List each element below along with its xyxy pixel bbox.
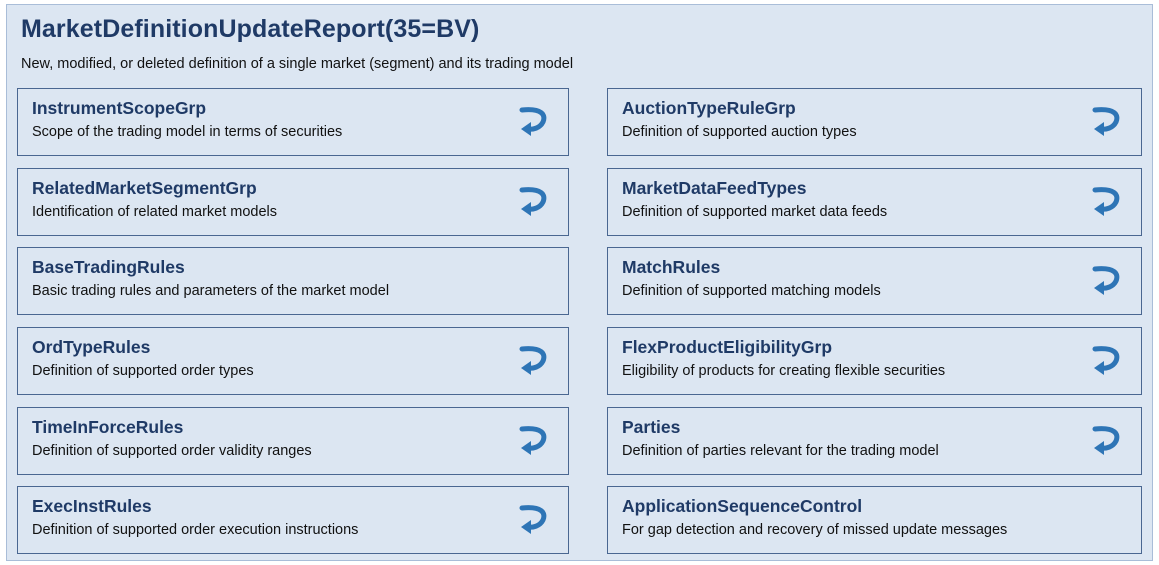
component-box-match-rules[interactable]: MatchRules Definition of supported match… bbox=[607, 247, 1142, 315]
component-description: Definition of parties relevant for the t… bbox=[622, 443, 939, 459]
component-title: ExecInstRules bbox=[32, 496, 152, 516]
return-arrow-icon[interactable] bbox=[518, 501, 548, 539]
return-arrow-icon[interactable] bbox=[518, 103, 548, 141]
component-description: Identification of related market models bbox=[32, 204, 278, 220]
component-description: Definition of supported matching models bbox=[622, 283, 881, 299]
component-description: Basic trading rules and parameters of th… bbox=[32, 283, 390, 299]
component-title: ApplicationSequenceControl bbox=[622, 496, 863, 516]
component-description: Definition of supported market data feed… bbox=[622, 204, 888, 220]
component-description: Eligibility of products for creating fle… bbox=[622, 363, 946, 379]
component-title: RelatedMarketSegmentGrp bbox=[32, 178, 257, 198]
component-box-related-market-segment-grp[interactable]: RelatedMarketSegmentGrp Identification o… bbox=[17, 168, 569, 236]
component-description: Definition of supported order validity r… bbox=[32, 443, 312, 459]
component-box-market-data-feed-types[interactable]: MarketDataFeedTypes Definition of suppor… bbox=[607, 168, 1142, 236]
component-title: Parties bbox=[622, 417, 681, 437]
component-title: FlexProductEligibilityGrp bbox=[622, 337, 833, 357]
return-arrow-icon[interactable] bbox=[518, 342, 548, 380]
component-title: MatchRules bbox=[622, 257, 721, 277]
component-title: TimeInForceRules bbox=[32, 417, 184, 437]
component-title: InstrumentScopeGrp bbox=[32, 98, 207, 118]
component-description: Scope of the trading model in terms of s… bbox=[32, 124, 343, 140]
page-subtitle: New, modified, or deleted definition of … bbox=[21, 56, 574, 72]
component-box-instrument-scope-grp[interactable]: InstrumentScopeGrp Scope of the trading … bbox=[17, 88, 569, 156]
component-box-application-sequence-control[interactable]: ApplicationSequenceControl For gap detec… bbox=[607, 486, 1142, 554]
return-arrow-icon[interactable] bbox=[1091, 103, 1121, 141]
component-box-ord-type-rules[interactable]: OrdTypeRules Definition of supported ord… bbox=[17, 327, 569, 395]
return-arrow-icon[interactable] bbox=[1091, 262, 1121, 300]
component-description: Definition of supported auction types bbox=[622, 124, 857, 140]
component-box-flex-product-eligibility-grp[interactable]: FlexProductEligibilityGrp Eligibility of… bbox=[607, 327, 1142, 395]
return-arrow-icon[interactable] bbox=[1091, 422, 1121, 460]
component-title: MarketDataFeedTypes bbox=[622, 178, 807, 198]
component-box-exec-inst-rules[interactable]: ExecInstRules Definition of supported or… bbox=[17, 486, 569, 554]
component-description: For gap detection and recovery of missed… bbox=[622, 522, 1008, 538]
return-arrow-icon[interactable] bbox=[518, 183, 548, 221]
component-title: AuctionTypeRuleGrp bbox=[622, 98, 796, 118]
return-arrow-icon[interactable] bbox=[518, 422, 548, 460]
component-title: OrdTypeRules bbox=[32, 337, 151, 357]
component-description: Definition of supported order types bbox=[32, 363, 254, 379]
return-arrow-icon[interactable] bbox=[1091, 183, 1121, 221]
page-title: MarketDefinitionUpdateReport(35=BV) bbox=[21, 15, 480, 43]
component-box-time-in-force-rules[interactable]: TimeInForceRules Definition of supported… bbox=[17, 407, 569, 475]
return-arrow-icon[interactable] bbox=[1091, 342, 1121, 380]
component-box-auction-type-rule-grp[interactable]: AuctionTypeRuleGrp Definition of support… bbox=[607, 88, 1142, 156]
component-description: Definition of supported order execution … bbox=[32, 522, 359, 538]
message-container: MarketDefinitionUpdateReport(35=BV) New,… bbox=[6, 4, 1153, 561]
component-title: BaseTradingRules bbox=[32, 257, 185, 277]
component-box-base-trading-rules[interactable]: BaseTradingRules Basic trading rules and… bbox=[17, 247, 569, 315]
component-box-parties[interactable]: Parties Definition of parties relevant f… bbox=[607, 407, 1142, 475]
